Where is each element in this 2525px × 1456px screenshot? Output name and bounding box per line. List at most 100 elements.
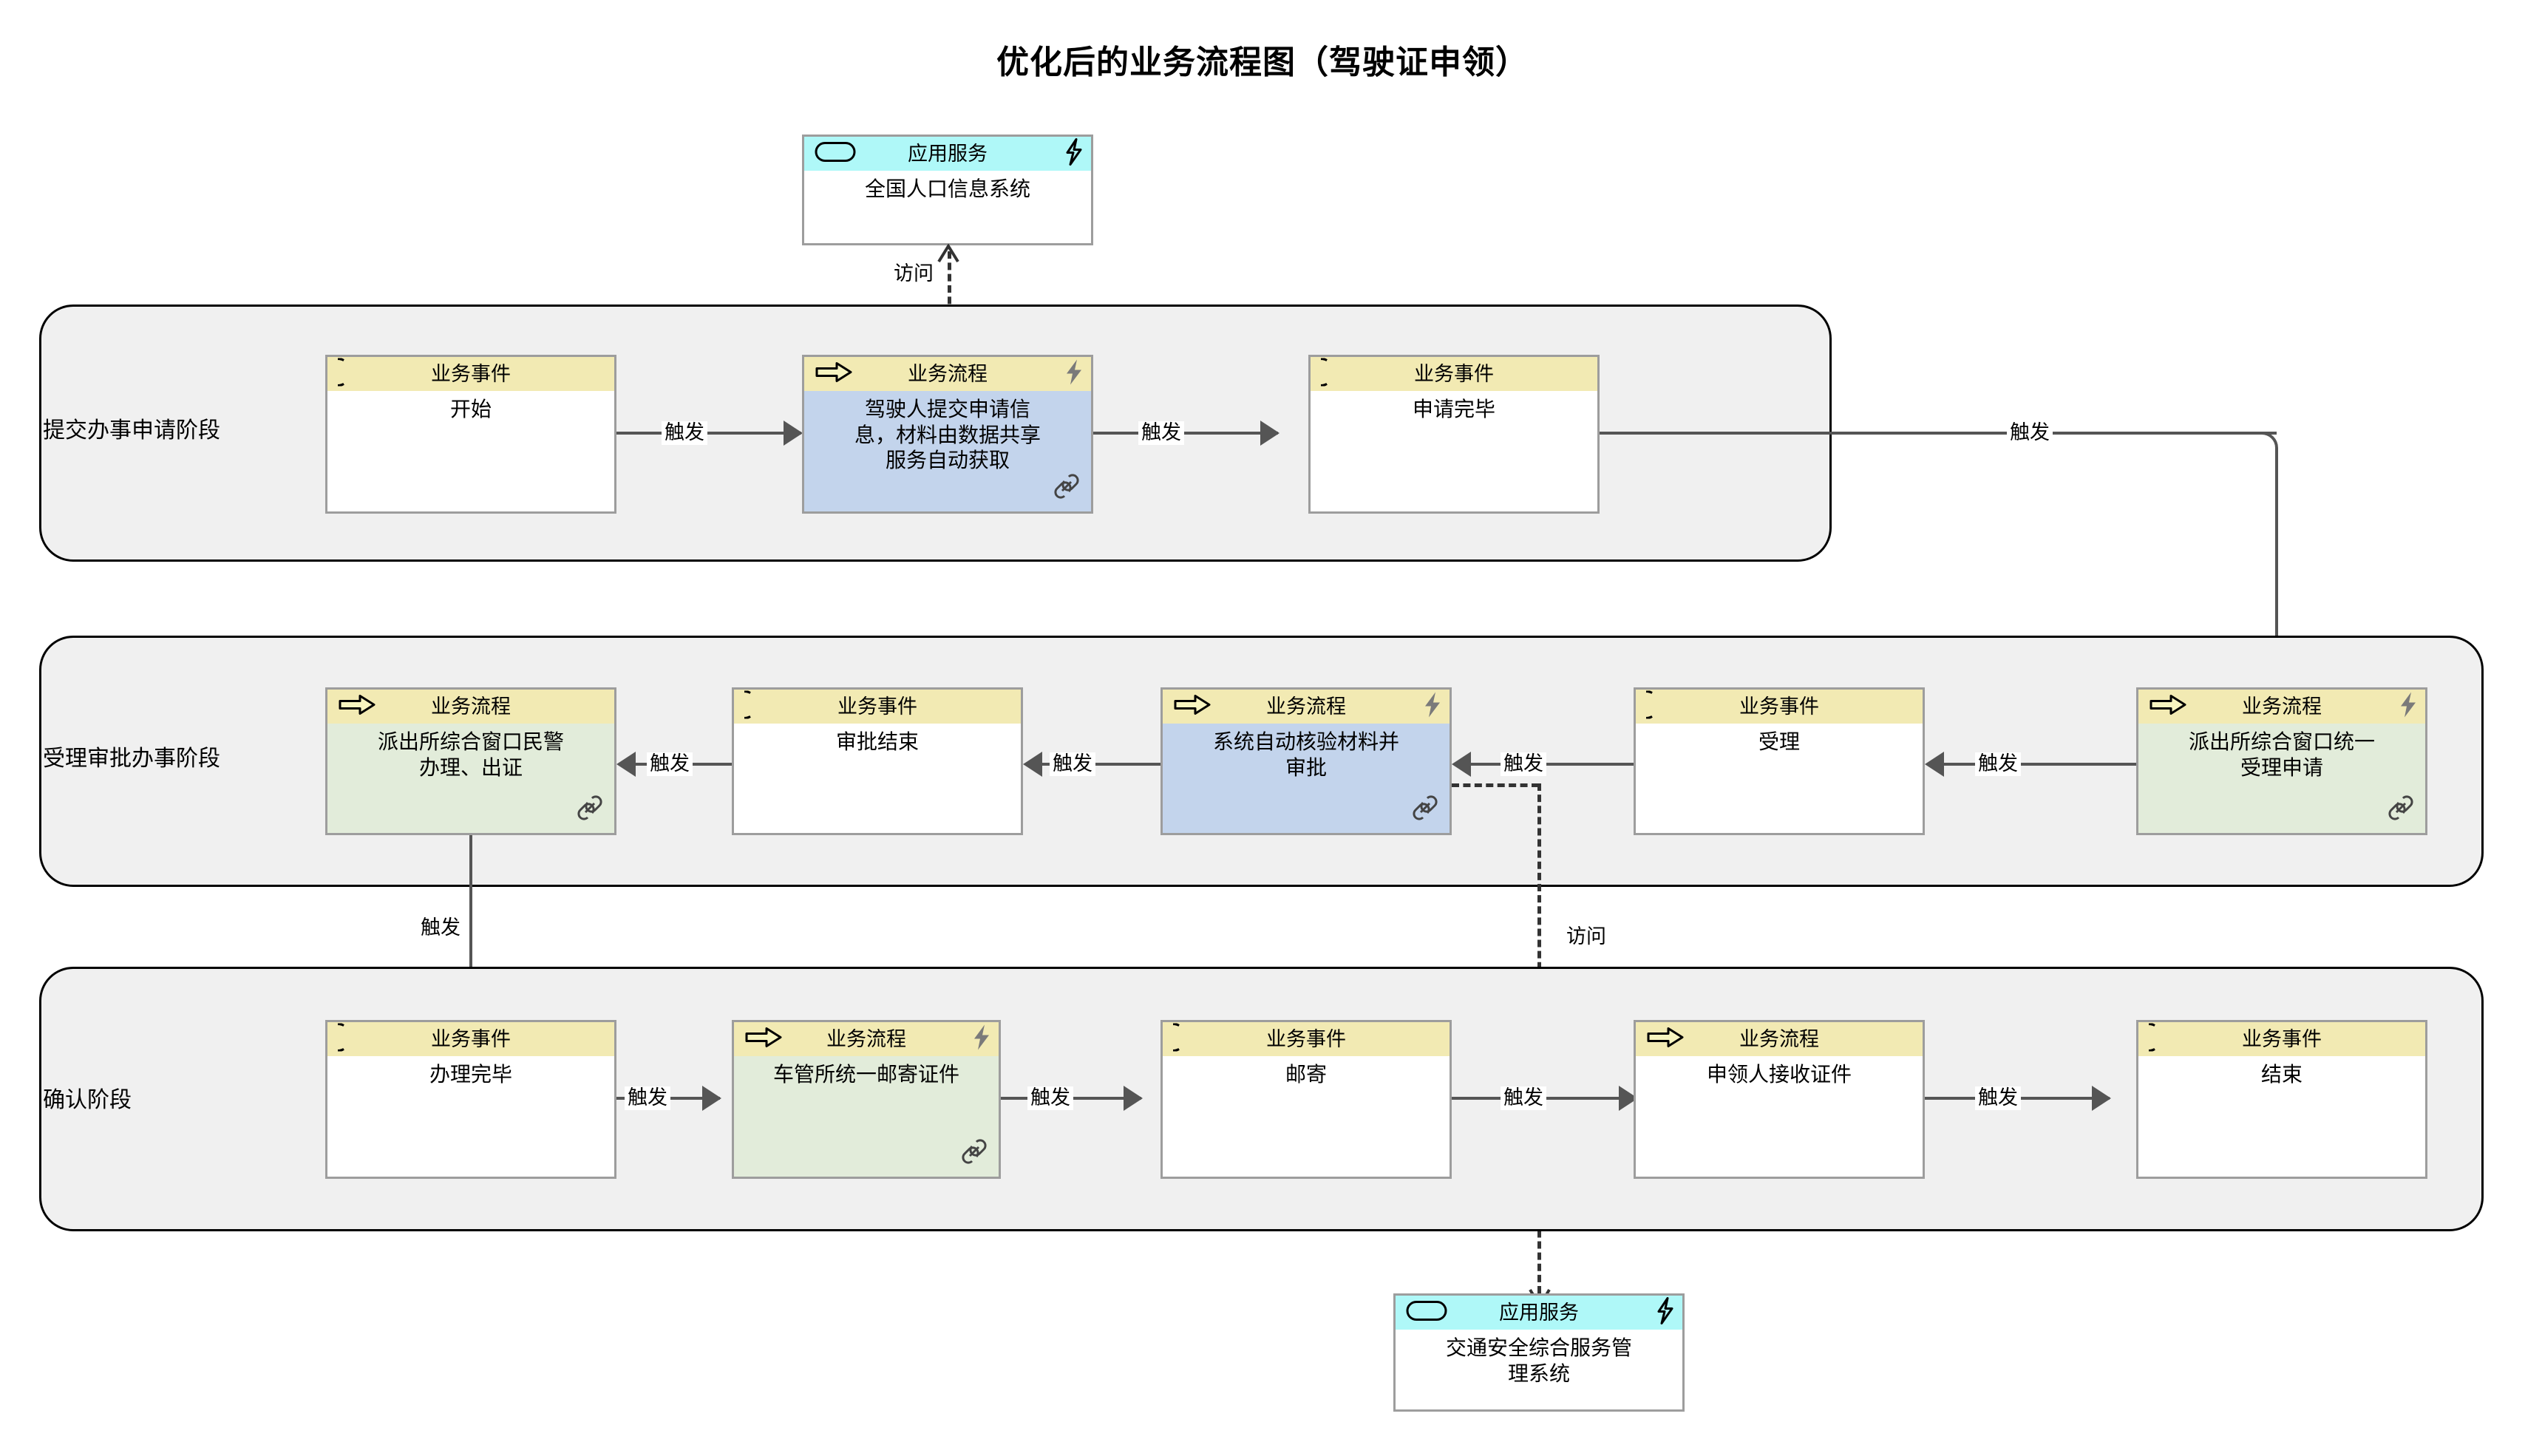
node-type-label: 业务事件 [431, 362, 511, 385]
access-relation-line-2-h [1452, 783, 1539, 787]
link-icon [1410, 792, 1441, 827]
node-type-label: 业务流程 [1739, 1027, 1819, 1050]
business-event-icon [1636, 690, 1671, 723]
phase-label-submit: 提交办事申请阶段 [43, 418, 220, 443]
node-type-label: 业务流程 [1266, 695, 1346, 718]
node-type-label: 业务流程 [908, 362, 988, 385]
trigger-arrow-1 [784, 421, 803, 446]
node-name: 开始 [327, 391, 614, 423]
node-name: 驾驶人提交申请信 息，材料由数据共享 服务自动获取 [804, 391, 1091, 474]
trigger-arrow-9 [702, 1086, 721, 1111]
business-process-icon [815, 361, 853, 387]
trigger-arrow-4 [616, 752, 636, 777]
node-type-label: 业务事件 [1414, 362, 1494, 385]
node-type-label: 业务事件 [431, 1027, 511, 1050]
node-type-label: 业务事件 [837, 695, 917, 718]
business-event-node-done[interactable]: 业务事件 办理完毕 [325, 1020, 616, 1179]
trigger-label-5: 触发 [1050, 752, 1095, 776]
node-type-label: 业务事件 [1266, 1027, 1346, 1050]
business-process-node-police[interactable]: 业务流程 派出所综合窗口民警 办理、出证 [325, 687, 616, 835]
node-name: 全国人口信息系统 [804, 171, 1091, 203]
node-type-label: 业务流程 [2242, 695, 2322, 718]
trigger-arrow-2 [1260, 421, 1280, 446]
business-process-node-submit[interactable]: 业务流程 驾驶人提交申请信 息，材料由数据共享 服务自动获取 [802, 355, 1093, 514]
trigger-label-1: 触发 [662, 421, 707, 445]
link-icon [574, 792, 605, 827]
node-name: 办理完毕 [327, 1056, 614, 1088]
trigger-arrow-12 [2092, 1086, 2111, 1111]
lightning-icon [1064, 138, 1084, 170]
node-header: 业务事件 [1163, 1022, 1450, 1056]
node-header: 业务事件 [2138, 1022, 2425, 1056]
business-event-node-end[interactable]: 业务事件 结束 [2136, 1020, 2427, 1179]
trigger-label-3: 触发 [2007, 421, 2053, 445]
node-name: 系统自动核验材料并 审批 [1163, 724, 1450, 781]
node-header: 业务事件 [327, 1022, 614, 1056]
trigger-line-5 [1042, 763, 1160, 766]
trigger-label-12: 触发 [1975, 1086, 2021, 1110]
business-event-icon [1311, 358, 1346, 390]
node-type-label: 业务事件 [1739, 695, 1819, 718]
trigger-arrow-5 [1023, 752, 1042, 777]
trigger-label-8: 触发 [418, 916, 463, 940]
node-header: 业务流程 [1636, 1022, 1923, 1056]
business-process-node-receive[interactable]: 业务流程 申领人接收证件 [1634, 1020, 1925, 1179]
business-process-node-intake[interactable]: 业务流程 派出所综合窗口统一 受理申请 [2136, 687, 2427, 835]
node-name: 派出所综合窗口民警 办理、出证 [327, 724, 614, 781]
page-title: 优化后的业务流程图（驾驶证申领） [996, 44, 1529, 81]
trigger-arrow-7 [1925, 752, 1944, 777]
node-header: 应用服务 [804, 137, 1091, 171]
trigger-label-2: 触发 [1138, 421, 1184, 445]
business-event-icon [327, 358, 363, 390]
trigger-corner-3 [2247, 432, 2314, 494]
trigger-line-4 [636, 763, 806, 766]
node-header: 应用服务 [1396, 1296, 1682, 1330]
business-process-icon [1173, 694, 1211, 720]
business-event-node-accept[interactable]: 业务事件 受理 [1634, 687, 1925, 835]
node-header: 业务流程 [804, 357, 1091, 391]
business-process-node-mailout[interactable]: 业务流程 车管所统一邮寄证件 [732, 1020, 1001, 1179]
application-service-icon [1406, 1301, 1447, 1325]
access-label-2: 访问 [1566, 925, 1606, 948]
node-name: 邮寄 [1163, 1056, 1450, 1088]
business-process-icon [338, 694, 376, 720]
trigger-line-6 [1471, 763, 1641, 766]
business-event-node-mail[interactable]: 业务事件 邮寄 [1160, 1020, 1452, 1179]
node-name: 申领人接收证件 [1636, 1056, 1923, 1088]
lightning-icon [1423, 691, 1442, 723]
business-event-node-start[interactable]: 业务事件 开始 [325, 355, 616, 514]
business-process-node-autocheck[interactable]: 业务流程 系统自动核验材料并 审批 [1160, 687, 1452, 835]
trigger-label-10: 触发 [1027, 1086, 1073, 1110]
lightning-icon [972, 1024, 991, 1055]
trigger-line-3-v [2275, 488, 2278, 689]
node-type-label: 业务流程 [826, 1027, 906, 1050]
node-name: 审批结束 [734, 724, 1021, 755]
application-service-node-population[interactable]: 应用服务 全国人口信息系统 [802, 135, 1093, 245]
trigger-label-4: 触发 [647, 752, 693, 776]
node-name: 受理 [1636, 724, 1923, 755]
trigger-label-6: 触发 [1501, 752, 1546, 776]
node-type-label: 应用服务 [1499, 1301, 1579, 1324]
lightning-icon [1064, 358, 1084, 390]
node-header: 业务事件 [1636, 690, 1923, 724]
node-header: 业务事件 [1311, 357, 1597, 391]
application-service-icon [815, 142, 856, 166]
trigger-label-7: 触发 [1975, 752, 2021, 776]
business-process-icon [744, 1027, 783, 1052]
application-service-node-traffic[interactable]: 应用服务 交通安全综合服务管 理系统 [1393, 1293, 1685, 1412]
node-header: 业务流程 [734, 1022, 999, 1056]
node-name: 派出所综合窗口统一 受理申请 [2138, 724, 2425, 781]
trigger-arrow-6 [1452, 752, 1471, 777]
business-event-node-approved[interactable]: 业务事件 审批结束 [732, 687, 1023, 835]
phase-label-review: 受理审批办事阶段 [43, 746, 220, 771]
node-header: 业务流程 [2138, 690, 2425, 724]
trigger-label-11: 触发 [1501, 1086, 1546, 1110]
trigger-line-3-h [1600, 432, 2277, 435]
lightning-icon [1656, 1297, 1675, 1329]
link-icon [959, 1136, 990, 1171]
node-header: 业务事件 [734, 690, 1021, 724]
trigger-line-1 [616, 432, 801, 435]
trigger-label-9: 触发 [625, 1086, 670, 1110]
node-name: 车管所统一邮寄证件 [734, 1056, 999, 1088]
business-event-node-applied[interactable]: 业务事件 申请完毕 [1308, 355, 1600, 514]
